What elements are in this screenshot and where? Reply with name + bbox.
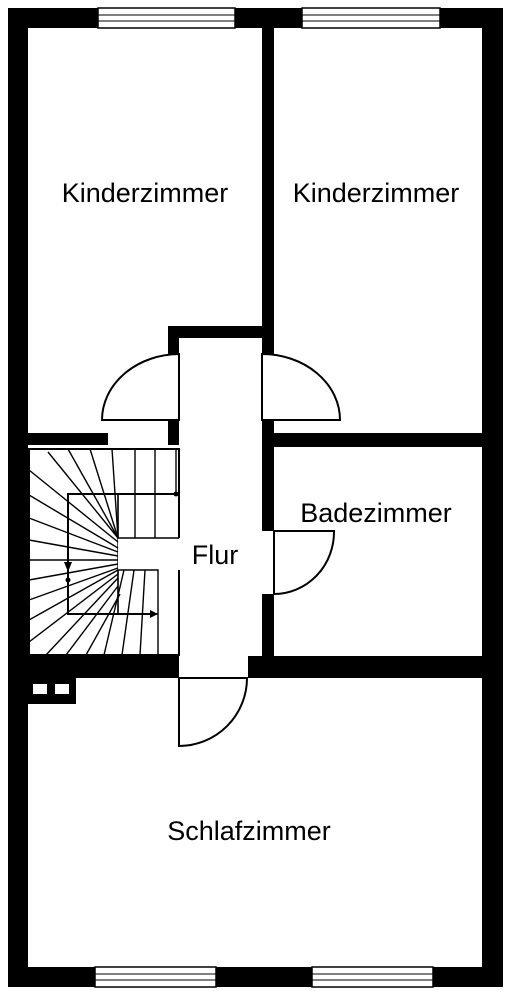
room-label-schlafzimmer: Schlafzimmer xyxy=(167,816,331,846)
wall-flur-top-step-left xyxy=(168,326,179,354)
chimney-flue-1 xyxy=(33,684,47,694)
wall-flur-top-step xyxy=(168,326,274,338)
wall-bad-left-lower xyxy=(262,594,274,664)
window-bottom-right xyxy=(311,966,434,988)
stair-arrow-line xyxy=(67,493,176,615)
wall-kinder-left-bottom xyxy=(28,433,108,445)
wall-bad-top-link xyxy=(262,433,342,447)
door-bad xyxy=(273,530,336,596)
staircase xyxy=(28,448,180,656)
room-label-badezimmer: Badezimmer xyxy=(300,498,452,528)
stair-arrow-start xyxy=(173,491,179,497)
wall-schlaf-top-left xyxy=(28,656,179,678)
room-label-flur: Flur xyxy=(192,540,239,570)
window-bottom-left xyxy=(94,966,217,988)
door-schlaf xyxy=(178,677,249,748)
door-kinder-left xyxy=(100,352,180,421)
wall-kinder-divider xyxy=(262,28,274,354)
door-kinder-right xyxy=(261,352,342,421)
room-label-kinderzimmer-right: Kinderzimmer xyxy=(293,178,460,208)
interior-walls xyxy=(28,28,482,704)
wall-kinder-left-bottom-stub xyxy=(168,421,179,445)
outer-wall-right xyxy=(482,8,503,987)
chimney-flue-2 xyxy=(55,684,69,694)
stair-arrow-head xyxy=(150,610,158,618)
stair-arrow-dot xyxy=(65,577,71,583)
window-top-left xyxy=(97,7,236,29)
doors xyxy=(100,352,342,748)
stair-arrow-head-mid xyxy=(64,562,72,572)
wall-bad-left-upper xyxy=(262,445,274,531)
wall-stair-top xyxy=(28,443,36,445)
window-top-right xyxy=(301,7,441,29)
outer-wall-left xyxy=(8,8,28,987)
wall-bad-bottom xyxy=(262,656,482,678)
room-label-kinderzimmer-left: Kinderzimmer xyxy=(62,178,229,208)
wall-kinder-right-bottom xyxy=(334,433,482,447)
